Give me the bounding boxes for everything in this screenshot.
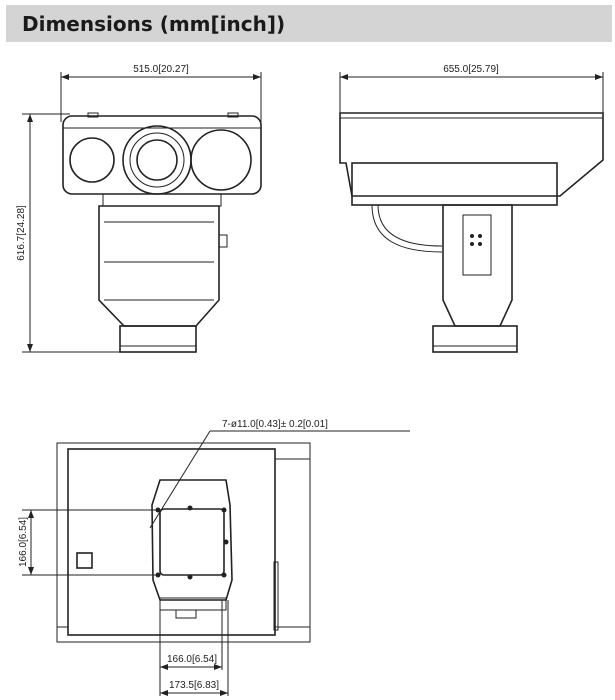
horizontal-spacing-label: 166.0[6.54]: [167, 654, 217, 665]
bottom-view: 7-ø11.0[0.43]± 0.2[0.01] 166.0[6.54] 166…: [18, 419, 410, 696]
side-depth-label: 655.0[25.79]: [443, 64, 499, 75]
right-lens: [190, 129, 252, 191]
front-view: 515.0[20.27] 616.7[24.28]: [16, 64, 262, 353]
center-lens: [122, 125, 192, 195]
front-width-label: 515.0[20.27]: [133, 64, 189, 75]
front-height-label: 616.7[24.28]: [16, 205, 27, 261]
section-header: Dimensions (mm[inch]): [6, 5, 612, 42]
hole-callout-label: 7-ø11.0[0.43]± 0.2[0.01]: [222, 419, 328, 430]
section-title: Dimensions (mm[inch]): [22, 12, 286, 36]
side-view: 655.0[25.79]: [339, 64, 604, 353]
overall-spacing-label: 173.5[6.83]: [169, 680, 219, 691]
left-lens: [69, 137, 115, 183]
vertical-spacing-label: 166.0[6.54]: [18, 517, 29, 567]
